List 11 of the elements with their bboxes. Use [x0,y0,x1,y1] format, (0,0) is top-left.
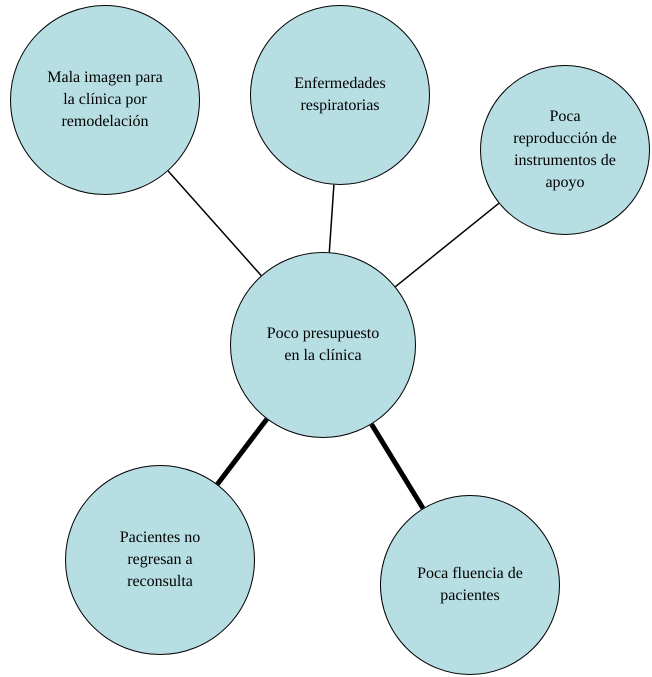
node-text: Poca reproducción de instrumentos de apoyo [512,107,618,193]
node-text: Enfermedades respiratorias [293,74,387,116]
node-text: Mala imagen para la clínica por remodelación [46,68,164,132]
connector-line [328,184,335,252]
connector-line [168,170,262,276]
node-text: Poca fluencia de pacientes [416,564,524,606]
node-text: Poco presupuesto en la clínica [266,324,380,366]
connector-line [394,202,500,288]
node-text: Pacientes no regresan a reconsulta [118,528,202,592]
connector-line [369,423,426,510]
connector-line [215,418,269,486]
